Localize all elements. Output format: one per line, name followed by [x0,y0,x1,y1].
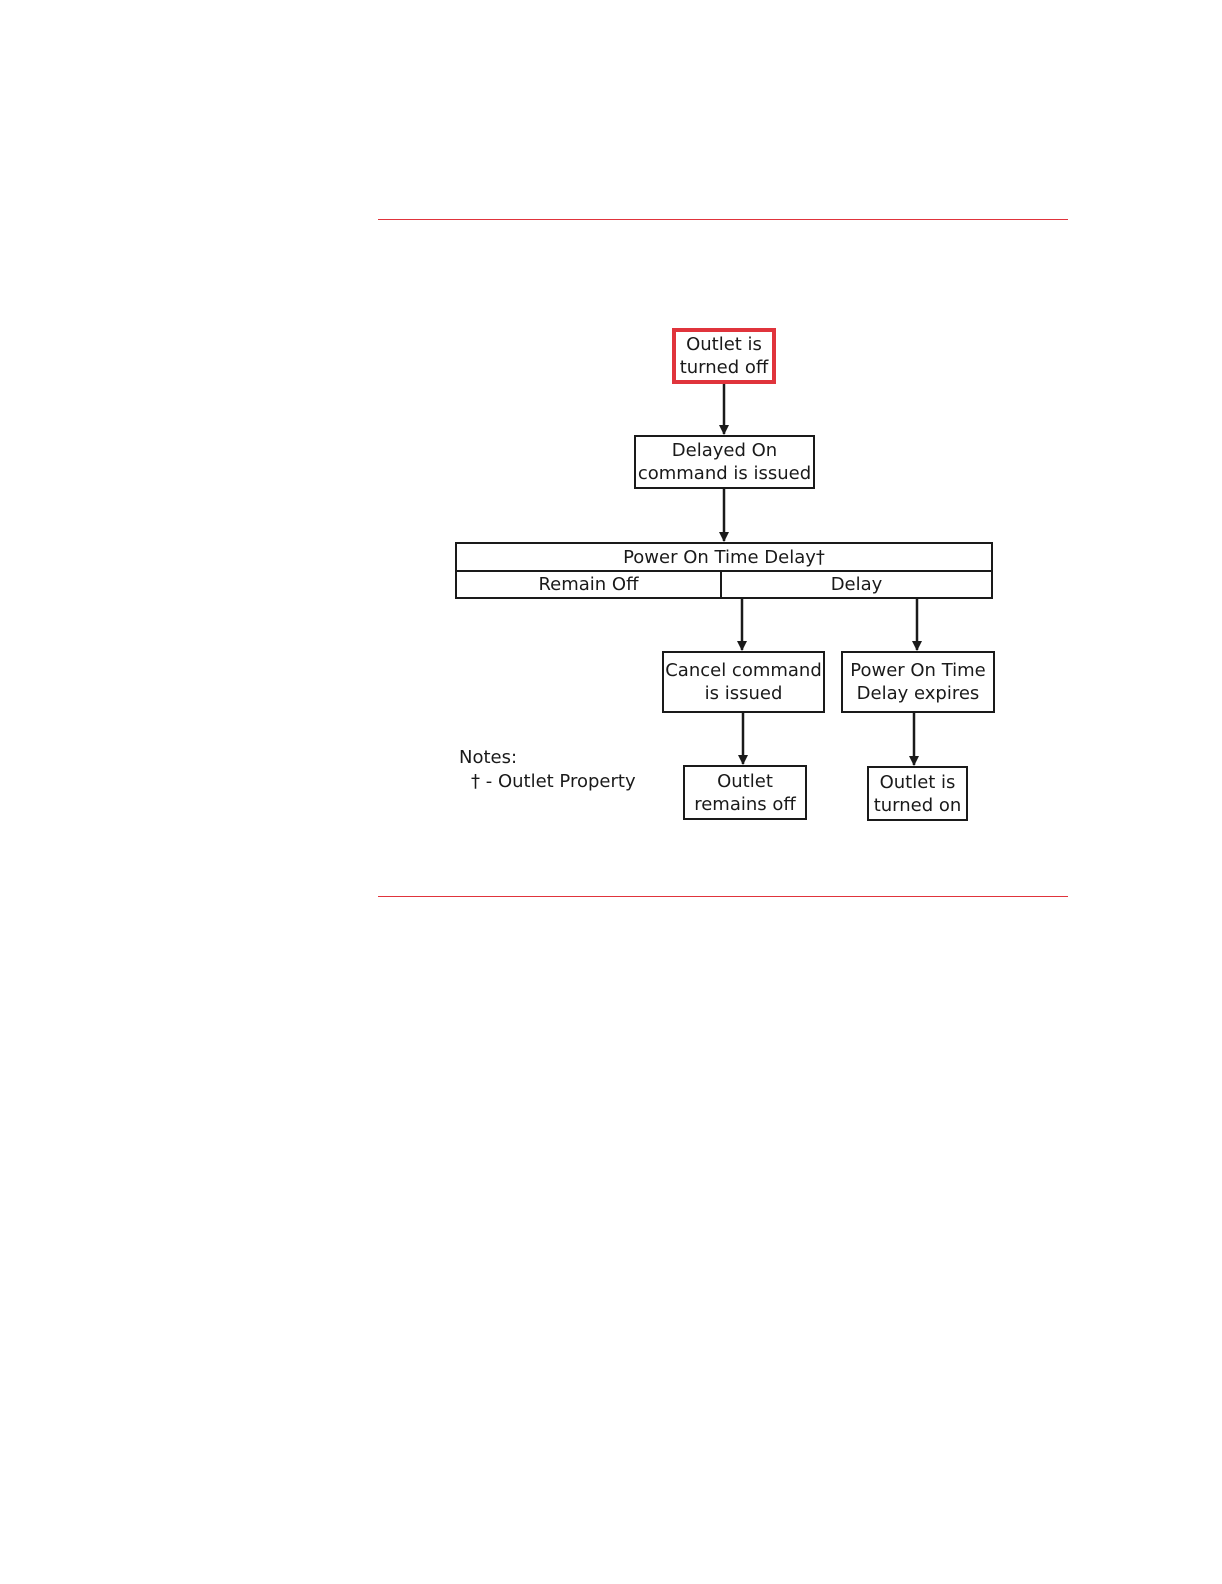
property-option-remain-off: Remain Off [455,570,722,599]
property-option-delay: Delay [720,570,993,599]
delay-expires-node: Power On Time Delay expires [841,651,995,713]
start-node-line2: turned off [679,357,769,378]
outlet-remains-off-node: Outlet remains off [683,765,807,820]
cancel-command-node: Cancel command is issued [662,651,825,713]
expires-node-line1: Power On Time [850,660,986,681]
cancel-node-line1: Cancel command [665,660,822,681]
notes-title: Notes: [459,747,518,768]
remains-off-line2: remains off [694,793,796,815]
turned-on-line1: Outlet is [879,771,956,793]
notes: Notes: † - Outlet Property [459,746,636,794]
start-node-line1: Outlet is [686,334,762,355]
property-table-header: Power On Time Delay† [455,542,993,572]
option-remain-off-label: Remain Off [538,574,639,595]
start-node-outlet-off: Outlet is turned off [672,328,776,384]
property-table-title: Power On Time Delay† [623,546,825,568]
delayed-on-command-node: Delayed On command is issued [634,435,815,489]
cancel-node-line2: is issued [704,683,783,704]
expires-node-line2: Delay expires [856,683,980,704]
outlet-turned-on-node: Outlet is turned on [867,766,968,821]
notes-item: † - Outlet Property [471,771,636,792]
command-node-line2: command is issued [637,463,812,484]
top-divider [378,219,1068,220]
option-delay-label: Delay [830,574,883,595]
command-node-line1: Delayed On [671,440,778,461]
bottom-divider [378,896,1068,897]
remains-off-line1: Outlet [717,770,773,792]
turned-on-line2: turned on [873,794,962,816]
